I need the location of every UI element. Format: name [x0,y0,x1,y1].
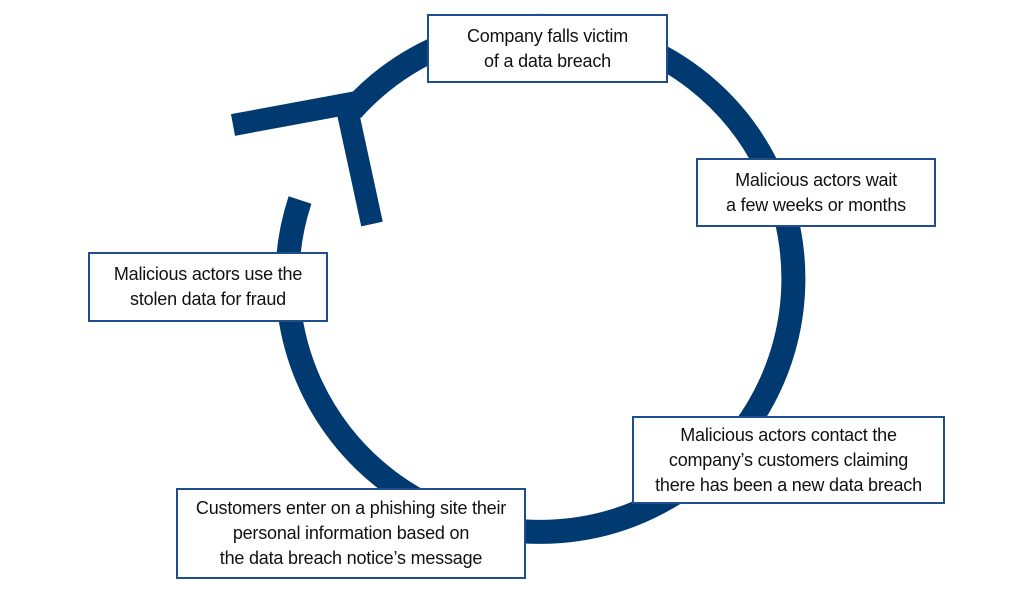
step-text: personal information based on [232,523,470,543]
step-box-contact: Malicious actors contact the company’s c… [632,416,945,504]
step-text: there has been a new data breach [655,474,922,495]
step-text: of a data breach [484,50,611,71]
step-text: company’s customers claiming [668,449,909,470]
step-text: the data breach notice’s message [219,548,483,568]
step-text: Malicious actors wait [735,169,897,190]
step-box-fraud: Malicious actors use the stolen data for… [88,252,328,322]
step-text: Company falls victim [466,25,629,46]
step-box-wait: Malicious actors wait a few weeks or mon… [696,158,936,227]
step-box-phishing: Customers enter on a phishing site their… [176,488,526,579]
step-text: a few weeks or months [726,194,906,215]
arrow-head-icon [230,91,383,227]
step-text: Customers enter on a phishing site their [195,498,507,518]
step-text: Malicious actors use the [113,264,303,284]
step-box-breach: Company falls victim of a data breach [427,14,668,83]
step-text: stolen data for fraud [130,289,286,309]
step-text: Malicious actors contact the [680,424,897,445]
